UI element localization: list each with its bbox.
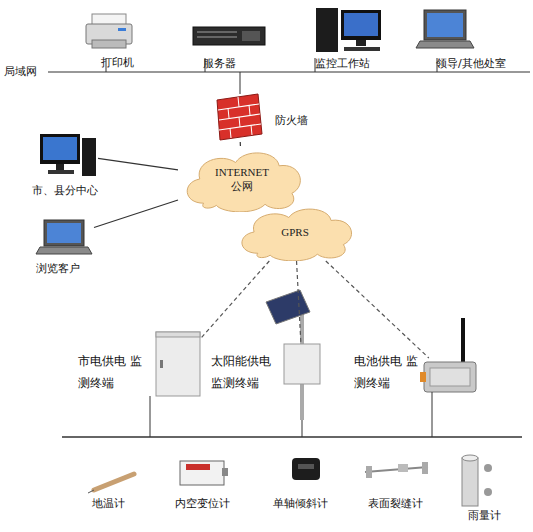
sensor-bus <box>62 436 522 437</box>
node-label: 单轴倾斜计 <box>273 497 343 510</box>
device-node: 地温计 <box>86 468 138 496</box>
node-label: 雨量计 <box>468 509 518 522</box>
connector-line <box>240 142 241 146</box>
workstation-icon <box>316 8 381 52</box>
node-label: 地温计 <box>92 497 142 510</box>
server-icon <box>193 27 265 45</box>
laptop-icon <box>36 220 92 254</box>
device-node: 内空变位计 <box>178 458 230 488</box>
connector-line <box>326 261 429 358</box>
device-node: 表面裂缝计 <box>362 460 432 484</box>
rtu-icon <box>420 318 476 392</box>
node-label: 市、县分中心 <box>32 184 122 197</box>
cloud-label: GPRS <box>264 225 326 239</box>
network-label: 局域网 <box>4 65 48 78</box>
sensor-drop <box>432 392 433 437</box>
node-label: 太阳能供电 监测终端 <box>211 350 275 394</box>
device-node: 防火墙 <box>215 92 263 142</box>
crack-meter-icon <box>365 462 428 478</box>
device-node: 浏览客户 <box>36 218 94 256</box>
lan-drop <box>240 72 241 94</box>
pc-icon <box>40 134 96 176</box>
laptop-icon <box>416 10 474 48</box>
printer-icon <box>86 14 132 48</box>
cabinet-icon <box>156 332 200 396</box>
device-node: 领导/其他处室 <box>418 8 470 48</box>
soil-thermometer-icon <box>88 474 134 493</box>
node-label: 防火墙 <box>275 114 325 127</box>
device-node: 单轴倾斜计 <box>288 455 324 483</box>
displacement-sensor-icon <box>180 461 228 485</box>
device-node: 监控工作站 <box>315 5 385 53</box>
node-label: 浏览客户 <box>36 262 106 275</box>
device-node: 打印机 <box>85 10 133 52</box>
connector-line <box>98 158 178 169</box>
node-label: 打印机 <box>101 56 151 69</box>
device-node: 服务器 <box>193 25 265 47</box>
rain-gauge-icon <box>462 455 492 506</box>
node-label: 表面裂缝计 <box>368 497 438 510</box>
node-label: 电池供电 监测终端 <box>354 350 418 394</box>
connector-line <box>94 200 178 228</box>
cloud-label: INTERNET 公网 <box>211 165 273 193</box>
network-cloud: GPRS <box>233 203 357 261</box>
firewall-icon <box>217 94 262 140</box>
node-label: 服务器 <box>203 57 263 70</box>
node-label: 领导/其他处室 <box>436 57 533 70</box>
node-label: 内空变位计 <box>175 497 245 510</box>
device-node: 雨量计 <box>458 452 498 508</box>
device-node: 市、县分中心 <box>38 130 98 178</box>
device-node: 市电供电 监测终端 <box>155 330 201 398</box>
tilt-sensor-icon <box>292 458 320 480</box>
sensor-drop <box>302 420 303 437</box>
connector-line <box>297 261 301 343</box>
sensor-drop <box>150 396 151 437</box>
node-label: 监控工作站 <box>315 57 395 70</box>
connector-line <box>201 261 269 338</box>
node-label: 市电供电 监测终端 <box>78 350 142 394</box>
cloud-shape <box>178 146 306 212</box>
device-node: 太阳能供电 监测终端 <box>283 343 321 385</box>
lan-bus <box>48 71 530 72</box>
solar-pole-icon <box>266 290 320 420</box>
device-node: 电池供电 监测终端 <box>420 358 478 396</box>
network-cloud: INTERNET 公网 <box>178 146 306 212</box>
